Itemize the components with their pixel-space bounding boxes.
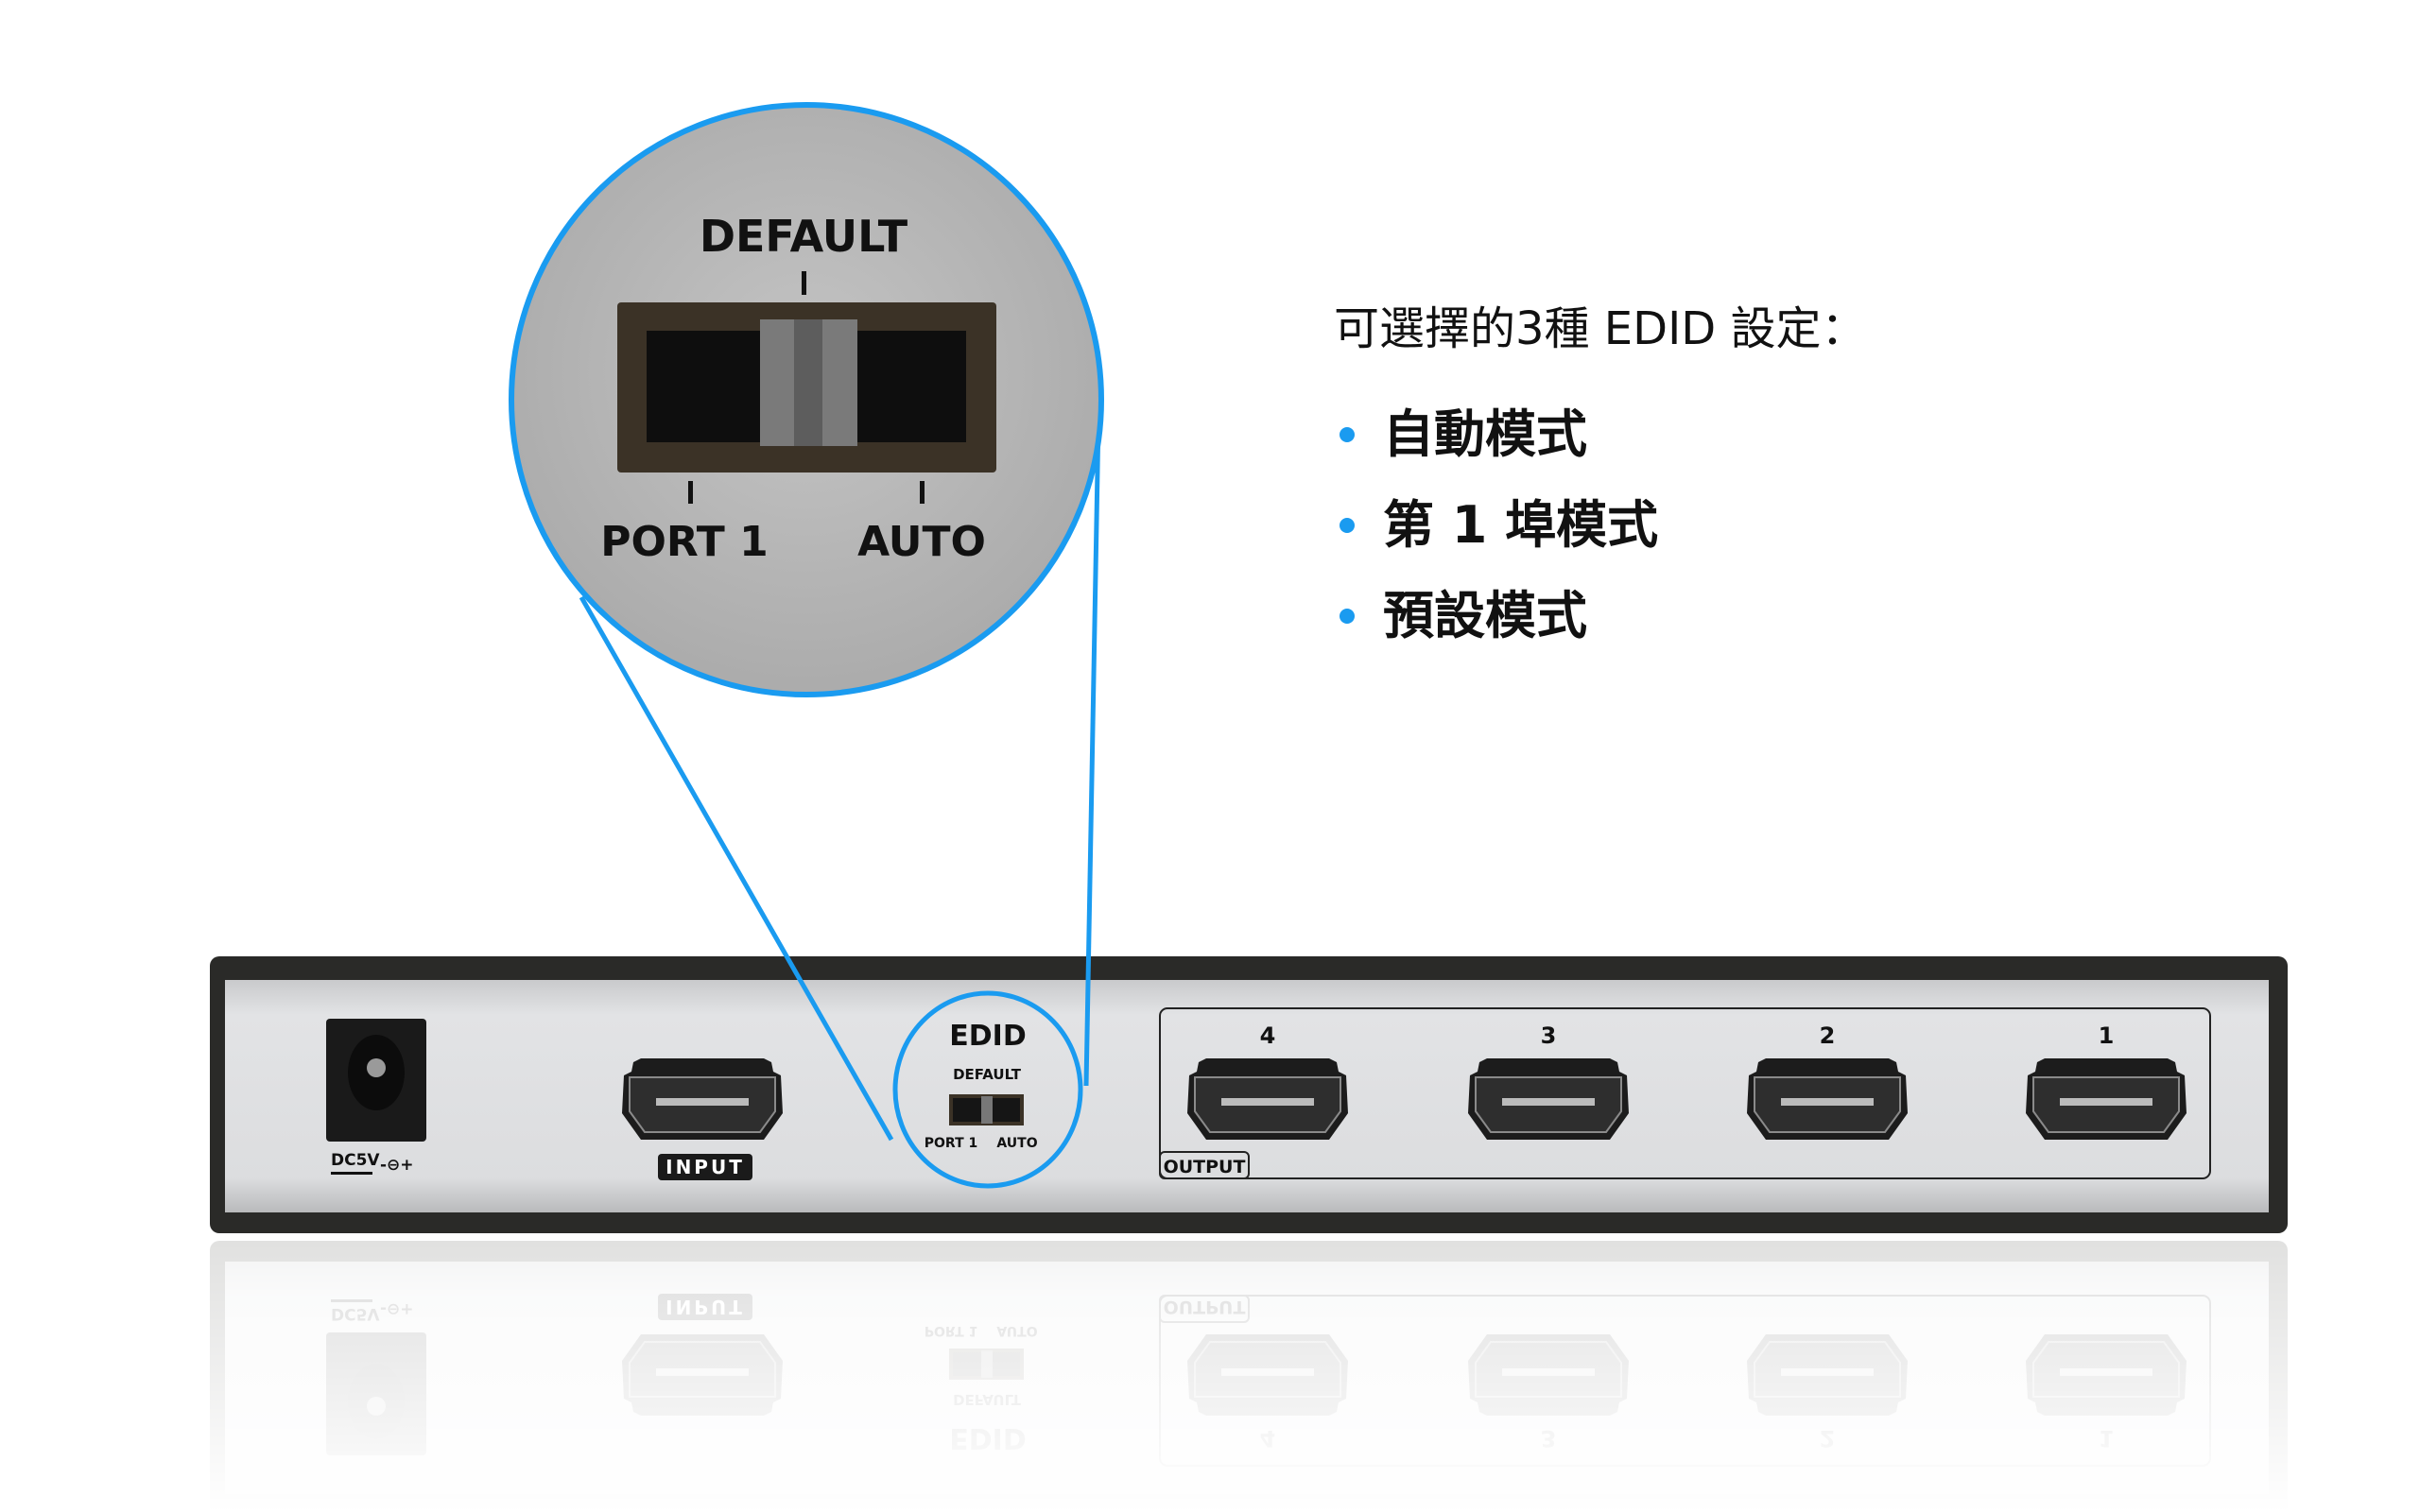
bullet-icon xyxy=(1340,609,1355,624)
list-item: 預設模式 xyxy=(1340,571,1866,662)
dc-power-jack xyxy=(326,1019,426,1142)
edid-highlight-circle xyxy=(892,990,1083,1189)
magnifier-auto-label: AUTO xyxy=(857,518,986,566)
mode-label: 自動模式 xyxy=(1383,404,1587,464)
edid-port1-label: PORT 1 xyxy=(925,1136,977,1151)
bullet-icon xyxy=(1340,518,1355,533)
mode-label: 第 1 埠模式 xyxy=(1383,495,1659,555)
edid-switch-magnifier: DEFAULT PORT 1 AUTO xyxy=(509,102,1104,697)
input-label: INPUT xyxy=(666,1156,745,1178)
edid-default-label: DEFAULT xyxy=(953,1066,1022,1083)
hdmi-output-port: 3 xyxy=(1468,1022,1629,1141)
list-item: 第 1 埠模式 xyxy=(1340,480,1866,571)
edid-switch-area: EDID DEFAULT PORT 1 AUTO xyxy=(925,1020,1038,1151)
magnifier-callout-lines xyxy=(579,418,1101,1189)
output-port-number: 4 xyxy=(1260,1022,1276,1049)
output-port-number: 2 xyxy=(1820,1022,1836,1049)
mode-label: 預設模式 xyxy=(1383,586,1587,645)
edid-slider-knob xyxy=(760,319,857,446)
list-item: 自動模式 xyxy=(1340,389,1866,480)
output-port-number: 3 xyxy=(1541,1022,1557,1049)
edid-title: EDID xyxy=(949,1020,1026,1053)
edid-auto-label: AUTO xyxy=(996,1136,1037,1151)
hdmi-output-port: 1 xyxy=(2026,1022,2187,1141)
edid-modes-title: 可選擇的3種 EDID 設定： xyxy=(1334,302,1867,355)
hdmi-output-port: 2 xyxy=(1747,1022,1908,1141)
power-label: DC5V xyxy=(331,1151,380,1170)
output-port-number: 1 xyxy=(2099,1022,2115,1049)
magnifier-port1-label: PORT 1 xyxy=(600,518,769,566)
magnifier-default-label: DEFAULT xyxy=(700,211,908,262)
hdmi-splitter-rear-panel: DC5V -⊖+ INPUT EDID DEFAULT PORT 1 AUTO … xyxy=(210,956,2288,1233)
output-label: OUTPUT xyxy=(1164,1157,1246,1177)
power-polarity-symbol: -⊖+ xyxy=(380,1156,414,1175)
edid-modes-panel: 可選擇的3種 EDID 設定： 自動模式 第 1 埠模式 預設模式 xyxy=(1334,301,1866,662)
bullet-icon xyxy=(1340,427,1355,442)
edid-modes-list: 自動模式 第 1 埠模式 預設模式 xyxy=(1340,389,1866,662)
hdmi-output-port: 4 xyxy=(1187,1022,1348,1141)
hdmi-input-port xyxy=(622,1058,783,1141)
